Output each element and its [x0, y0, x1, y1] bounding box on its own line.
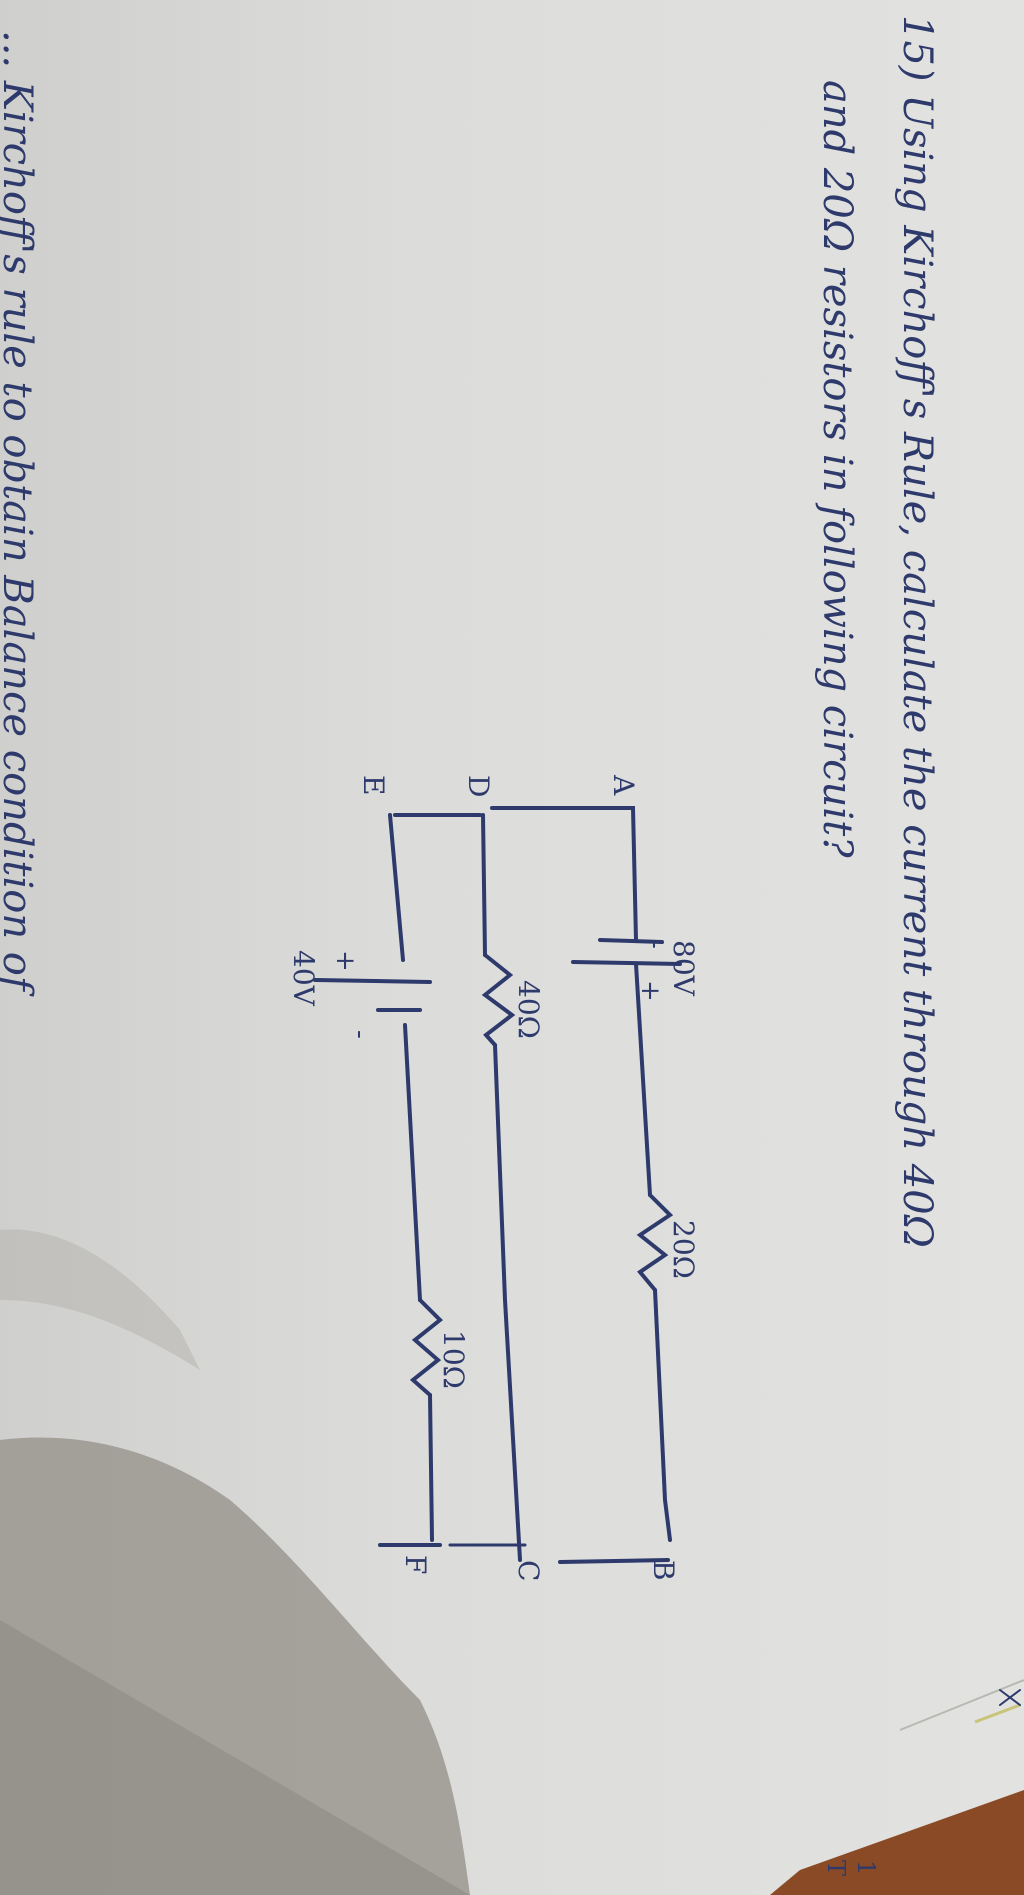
minus-sign-40v: - — [345, 1030, 375, 1039]
battery-80v-label: 80V — [667, 940, 700, 996]
resistor-20-label: 20Ω — [667, 1220, 700, 1279]
resistor-40-label: 40Ω — [512, 980, 545, 1039]
minus-sign-80v: - — [640, 940, 670, 949]
margin-fraction-bottom: T — [822, 1860, 850, 1877]
margin-fraction-top: 1 — [852, 1860, 880, 1876]
node-label-d: D — [462, 775, 495, 798]
plus-sign-80v: + — [635, 980, 665, 1002]
node-label-b: B — [647, 1560, 680, 1581]
plus-sign-40v: + — [330, 950, 360, 972]
node-label-e: E — [357, 775, 390, 796]
resistor-10-label: 10Ω — [437, 1330, 470, 1389]
node-label-a: A — [607, 775, 640, 796]
node-label-f: F — [399, 1555, 432, 1575]
battery-40v-label: 40V — [287, 950, 320, 1006]
node-label-c: C — [512, 1560, 545, 1582]
